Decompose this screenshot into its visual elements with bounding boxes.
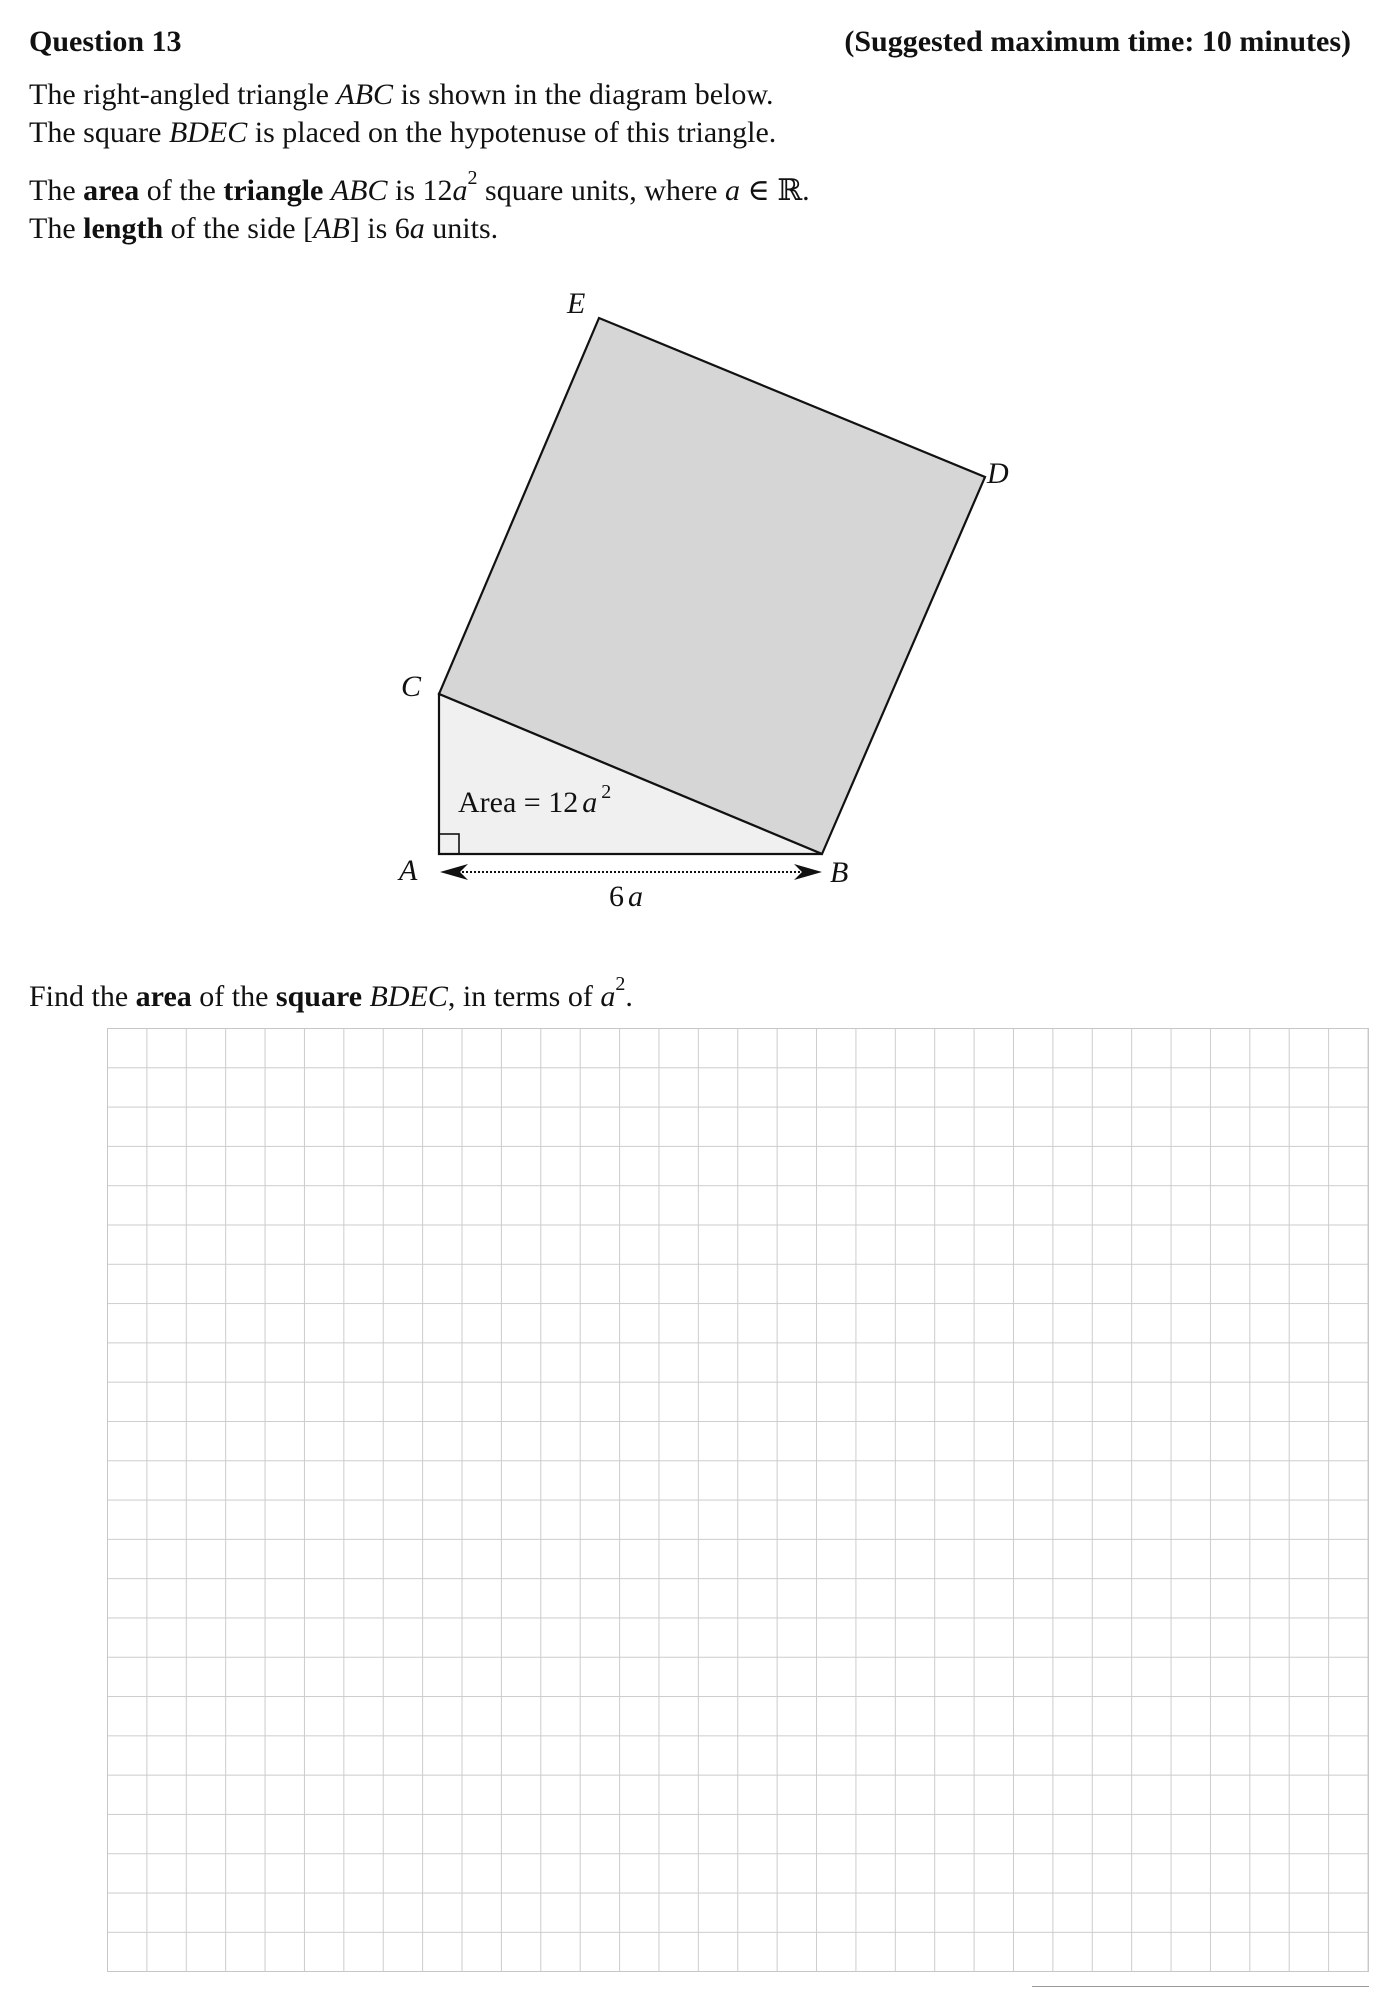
given-area-line: The area of the triangle ABC is 12a2 squ… bbox=[29, 167, 810, 207]
triangle-abc bbox=[437, 692, 823, 856]
task-prompt: Find the area of the square BDEC, in ter… bbox=[29, 973, 633, 1013]
label-c: C bbox=[401, 670, 422, 703]
intro-line-2: The square BDEC is placed on the hypoten… bbox=[29, 116, 777, 149]
label-a: A bbox=[397, 854, 418, 887]
right-angle-marker bbox=[438, 833, 460, 855]
intro-line-1: The right-angled triangle ABC is shown i… bbox=[29, 78, 774, 111]
grid-bottom-tab bbox=[1032, 1986, 1369, 1993]
ab-arrowhead-left bbox=[440, 864, 468, 880]
question-title: Question 13 bbox=[29, 25, 182, 58]
suggested-time: (Suggested maximum time: 10 minutes) bbox=[844, 25, 1351, 58]
var-bdec: BDEC bbox=[168, 116, 248, 149]
label-b: B bbox=[830, 856, 848, 889]
question-header: Question 13 (Suggested maximum time: 10 … bbox=[29, 20, 1351, 64]
var-abc: ABC bbox=[336, 78, 394, 111]
ab-arrowhead-right bbox=[794, 864, 822, 880]
answer-grid[interactable] bbox=[107, 1028, 1369, 1972]
given-length-line: The length of the side [AB] is 6a units. bbox=[29, 212, 499, 245]
label-d: D bbox=[986, 457, 1009, 490]
label-e: E bbox=[566, 287, 585, 320]
